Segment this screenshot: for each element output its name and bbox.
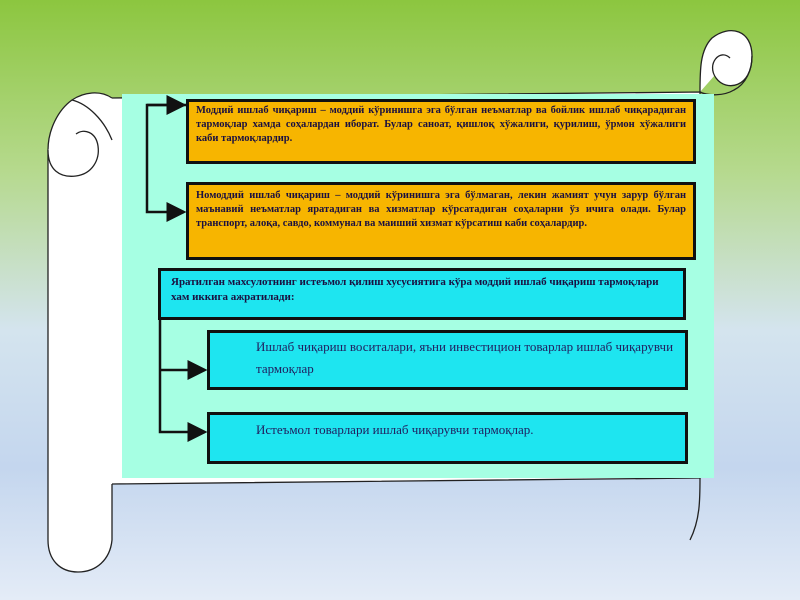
- material-production-box: Моддий ишлаб чиқариш – моддий кўринишга …: [186, 99, 696, 164]
- classification-box: Яратилган махсулотнинг истеъмол қилиш ху…: [158, 268, 686, 320]
- consumer-goods-box: Истеъмол товарлари ишлаб чиқарувчи тармо…: [207, 412, 688, 464]
- nonmaterial-production-box: Номоддий ишлаб чиқариш – моддий кўринишг…: [186, 182, 696, 260]
- means-of-production-box: Ишлаб чиқариш воситалари, яъни инвестици…: [207, 330, 688, 390]
